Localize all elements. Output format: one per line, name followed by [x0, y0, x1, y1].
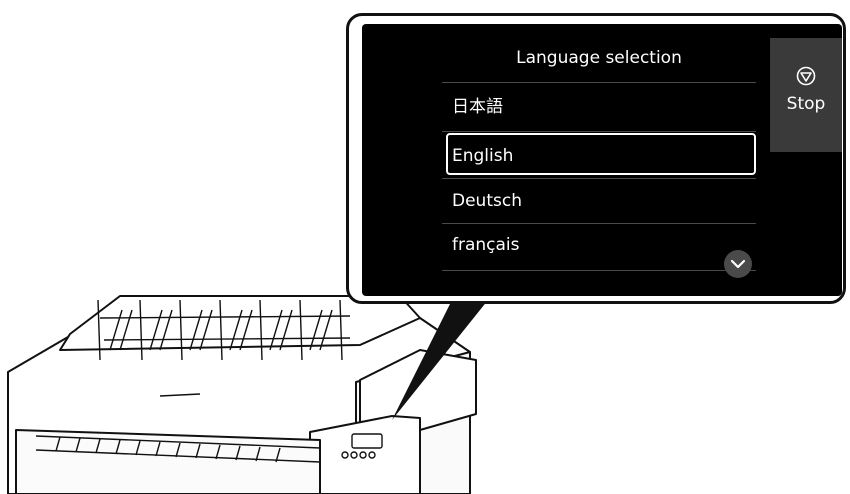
- divider: [442, 131, 756, 132]
- language-item-francais[interactable]: français: [452, 235, 520, 255]
- chevron-down-icon: [730, 259, 746, 269]
- stop-button[interactable]: Stop: [770, 38, 842, 152]
- divider: [442, 223, 756, 224]
- divider: [442, 270, 756, 271]
- language-item-deutsch[interactable]: Deutsch: [452, 191, 522, 211]
- screen-title: Language selection: [516, 48, 682, 68]
- scroll-down-button[interactable]: [724, 250, 752, 278]
- language-item-japanese[interactable]: 日本語: [452, 97, 503, 117]
- stop-label: Stop: [786, 94, 826, 114]
- language-item-english[interactable]: English: [446, 133, 756, 175]
- touch-screen: Language selection 日本語 English Deutsch f…: [362, 24, 842, 296]
- stop-icon: [796, 66, 816, 86]
- divider: [442, 82, 756, 83]
- divider: [442, 178, 756, 179]
